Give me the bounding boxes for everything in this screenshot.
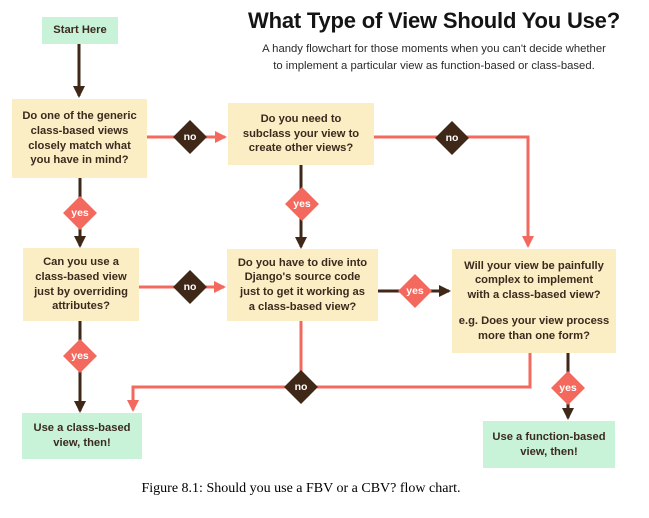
complex-question-example: e.g. Does your view process more than on… xyxy=(458,315,610,342)
diamond-yes-override: yes xyxy=(63,339,97,373)
node-complex-question: Will your view be painfully complex to i… xyxy=(452,249,616,353)
page-subtitle: A handy flowchart for those moments when… xyxy=(262,43,606,72)
edge-label: no xyxy=(445,132,459,144)
diamond-yes-generic: yes xyxy=(63,196,97,230)
complex-question-main: Will your view be painfully complex to i… xyxy=(464,259,604,301)
node-subclass-question: Do you need to subclass your view to cre… xyxy=(228,103,374,165)
edge-label: no xyxy=(183,281,197,293)
figure-caption: Figure 8.1: Should you use a FBV or a CB… xyxy=(141,481,461,496)
diamond-yes-source: yes xyxy=(398,274,432,308)
node-source-code-question: Do you have to dive into Django's source… xyxy=(227,249,378,321)
edge-label: no xyxy=(294,381,308,393)
node-override-question: Can you use a class-based view just by o… xyxy=(23,248,139,321)
node-use-class-based-view: Use a class-based view, then! xyxy=(22,413,142,459)
diamond-yes-complex: yes xyxy=(551,371,585,405)
connector-source-no-to-cbv xyxy=(127,321,303,412)
edge-label: yes xyxy=(71,350,89,362)
diamond-no-source: no xyxy=(284,370,318,404)
diamond-no-override: no xyxy=(173,270,207,304)
edge-label: no xyxy=(183,131,197,143)
page-title: What Type of View Should You Use? xyxy=(248,8,620,33)
chart-header: What Type of View Should You Use? A hand… xyxy=(224,8,644,75)
node-start: Start Here xyxy=(42,17,118,44)
node-use-function-based-view: Use a function-based view, then! xyxy=(483,421,615,468)
edge-label: yes xyxy=(406,285,424,297)
connector-subclass-no-to-complex xyxy=(374,135,534,248)
edge-label: yes xyxy=(559,382,577,394)
edge-label: yes xyxy=(71,207,89,219)
edge-label: yes xyxy=(293,198,311,210)
diamond-no-generic: no xyxy=(173,120,207,154)
diamond-no-subclass: no xyxy=(435,121,469,155)
connector-complex-no-merge xyxy=(316,353,532,389)
diamond-yes-subclass: yes xyxy=(285,187,319,221)
node-generic-match-question: Do one of the generic class-based views … xyxy=(12,99,147,178)
